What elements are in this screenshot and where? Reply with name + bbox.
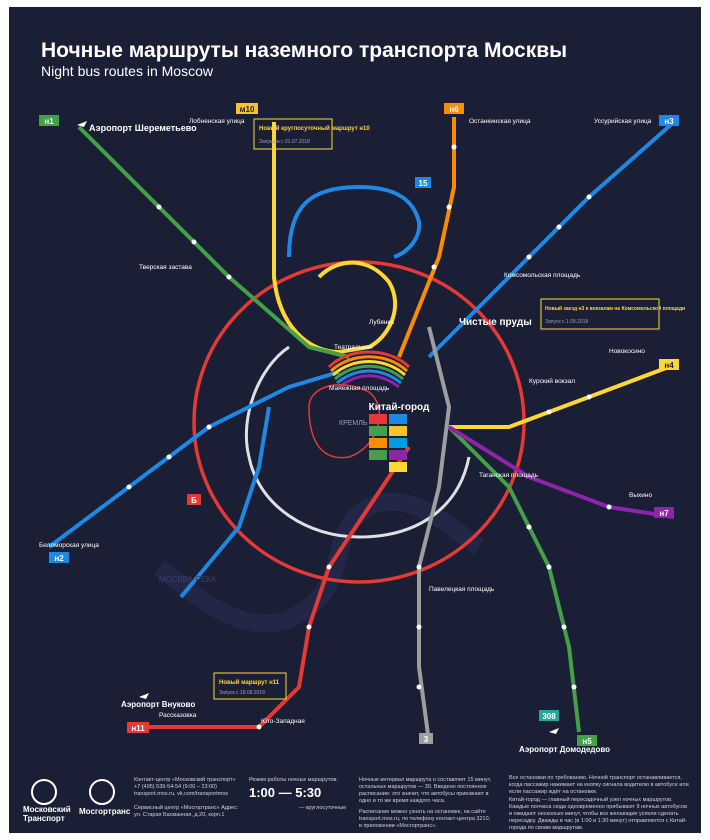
- label-komsomolskaya: Комсомольская площадь: [504, 272, 581, 279]
- badge-n1: н1: [39, 115, 59, 126]
- badge-n6: н6: [444, 103, 464, 114]
- route-n1-line: [77, 125, 350, 359]
- svg-text:м10: м10: [240, 105, 255, 114]
- badge-n2: н2: [49, 552, 69, 563]
- svg-text:н2: н2: [54, 554, 64, 563]
- badge-3: 3: [419, 733, 433, 744]
- label-moskva-reka: МОСКВА-РЕКА: [159, 575, 217, 584]
- label-ostankinskaya: Останкинская улица: [469, 118, 531, 125]
- svg-text:н1: н1: [44, 117, 54, 126]
- label-novokosino: Новокосино: [609, 348, 645, 355]
- route-n7-line: [447, 425, 675, 519]
- label-kitay-gorod: Китай-город: [369, 402, 430, 413]
- route-n10-line: [272, 122, 398, 355]
- svg-text:Б: Б: [191, 496, 197, 505]
- label-belomorskaya: Беломорская улица: [39, 542, 99, 549]
- svg-text:н5: н5: [582, 737, 592, 746]
- svg-text:308: 308: [542, 712, 556, 721]
- hub-arc-blue: [336, 369, 402, 385]
- transport-logo-icon: [31, 779, 57, 805]
- label-chistye-prudy: Чистые пруды: [459, 317, 532, 328]
- label-tverskaya: Тверская застава: [139, 264, 192, 271]
- route-n4-line: [449, 363, 675, 429]
- svg-text:3: 3: [424, 735, 429, 744]
- airplane-icon: [77, 121, 87, 127]
- svg-text:н4: н4: [664, 361, 674, 370]
- route-3-line: [417, 326, 452, 743]
- box-n11-date: Запуск с 18.08.2018: [219, 690, 265, 696]
- svg-text:н7: н7: [659, 509, 669, 518]
- hub-note: Китай-город — главный пересадочный узел …: [509, 797, 688, 831]
- request-stop-note: Все остановки по требованию. Ночной тран…: [509, 775, 689, 795]
- info-box-n10: Новый круглосуточный маршрут н10 Запущен…: [253, 118, 370, 150]
- route-15-line: [287, 184, 422, 259]
- label-sheremetyevo: Аэропорт Шереметьево: [89, 123, 197, 133]
- page-title: Ночные маршруты наземного транспорта Мос…: [41, 39, 568, 62]
- info-box-n3: Новый заезд н3 к вокзалам на Комсомольск…: [540, 298, 685, 330]
- interval-note: Ночные интервал маршрута н составляет 15…: [359, 777, 492, 804]
- svg-text:н6: н6: [449, 105, 459, 114]
- label-kremlin: КРЕМЛЬ: [339, 420, 368, 427]
- round-the-clock-legend: — круглосуточные: [299, 805, 347, 811]
- info-box-n11: Новый маршрут н11 Запуск с 18.08.2018: [213, 672, 287, 700]
- box-n10-title: Новый круглосуточный маршрут н10: [259, 125, 370, 132]
- hub-badge-stack: [369, 414, 407, 472]
- hub-arc-purple: [338, 374, 400, 389]
- route-diagram: н1 н2 н3 н4 н5 н6 н7 м10: [39, 103, 685, 754]
- station-dots: [126, 144, 612, 730]
- night-route-map: Ночные маршруты наземного транспорта Мос…: [9, 7, 701, 833]
- label-vnukovo: Аэропорт Внуково: [121, 700, 195, 709]
- river-shape: [153, 492, 485, 633]
- badge-n11: н11: [127, 722, 149, 733]
- badge-n4: н4: [659, 359, 679, 370]
- airplane-icon: [139, 693, 149, 699]
- label-manezhnaya: Манежная площадь: [329, 385, 390, 392]
- label-paveletskaya: Павелецкая площадь: [429, 586, 495, 593]
- badge-308: 308: [539, 710, 559, 721]
- hub-arc-orange: [329, 355, 409, 373]
- label-teatralnaya: Театральная: [334, 344, 373, 351]
- schedule-note: Расписание можно узнать на остановке, на…: [359, 809, 491, 829]
- hub-arc-yellow: [331, 360, 407, 377]
- label-domodedovo: Аэропорт Домодедово: [519, 745, 610, 754]
- box-n11-title: Новый маршрут н11: [219, 679, 280, 686]
- box-n3-date: Запуск с 1.09.2018: [545, 319, 588, 325]
- contact-info: Контакт-центр «Московский транспорт» +7 …: [134, 777, 236, 797]
- mosgortrans-logo-icon: [89, 779, 115, 805]
- label-kurskaya: Курский вокзал: [529, 377, 575, 385]
- hub-arc-red: [327, 350, 411, 369]
- page-subtitle: Night bus routes in Moscow: [41, 63, 213, 79]
- footer: Московский Транспорт Мосгортранс Контакт…: [9, 767, 701, 833]
- svg-text:н3: н3: [664, 117, 674, 126]
- badge-n10: м10: [236, 103, 258, 114]
- label-lubyanka: Лубянка: [369, 318, 394, 326]
- badge-n5: н5: [577, 735, 597, 746]
- badge-n7: н7: [654, 507, 674, 518]
- hours-label: Режим работы ночных маршрутов:: [249, 777, 338, 783]
- route-15-south-line: [179, 406, 271, 599]
- airplane-icon: [549, 728, 559, 734]
- svg-text:н11: н11: [131, 724, 145, 733]
- badge-b: Б: [187, 494, 201, 505]
- box-n10-date: Запущен с 01.07.2018: [259, 139, 310, 145]
- badge-15: 15: [415, 177, 431, 188]
- label-vykhino: Выхино: [629, 492, 652, 499]
- label-ussuriyskaya: Уссурийская улица: [594, 117, 652, 125]
- logo-moscow-transport: Московский Транспорт: [23, 805, 71, 823]
- box-n3-title: Новый заезд н3 к вокзалам на Комсомольск…: [545, 305, 685, 312]
- route-n6-line: [397, 117, 456, 358]
- address-info: Сервисный центр «Мосгортранс» Адрес: ул.…: [134, 805, 239, 818]
- label-rasskazovka: Рассказовка: [159, 712, 197, 719]
- label-taganskaya: Таганская площадь: [479, 472, 539, 479]
- badge-n3: н3: [659, 115, 679, 126]
- svg-text:15: 15: [419, 179, 428, 188]
- hours-value: 1:00 — 5:30: [249, 785, 322, 800]
- label-yugo-zapadnaya: Юго-Западная: [261, 718, 305, 725]
- logo-mosgortrans: Мосгортранс: [79, 807, 131, 816]
- label-lobnenskaya: Лобненская улица: [189, 117, 245, 125]
- hub-arc-green: [334, 364, 404, 381]
